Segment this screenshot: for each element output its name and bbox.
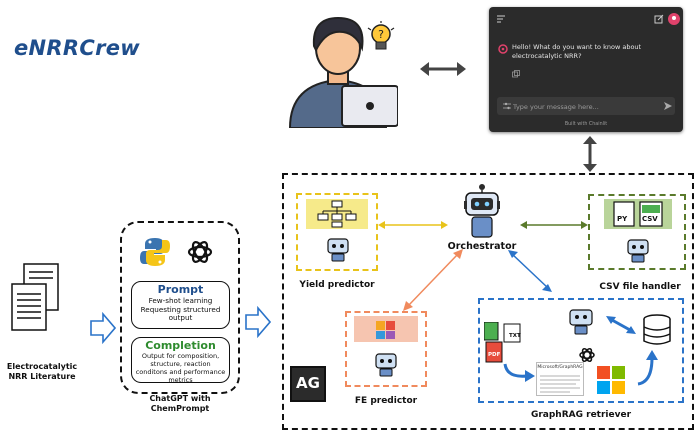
orchestrator-label: Orchestrator [447, 241, 517, 252]
chat-footer: Built with Chainlit [564, 122, 608, 127]
yield-predictor-box [296, 193, 378, 271]
flowchart-icon [306, 199, 368, 229]
robot-database-arrow [606, 316, 636, 334]
yield-robot-icon [327, 238, 349, 262]
prompt-title: Prompt [157, 283, 204, 296]
paper-lines-icon [540, 375, 580, 393]
fe-robot-icon [375, 353, 397, 377]
py-file-label: PY [617, 215, 628, 223]
graphrag-flow-arrow [503, 363, 535, 382]
bidirectional-arrow [420, 62, 466, 76]
menu-icon[interactable] [497, 15, 507, 23]
copy-icon[interactable] [512, 70, 520, 78]
prompt-box [131, 281, 230, 329]
orchestrator-robot-icon [464, 184, 500, 238]
orchestrator-csv-arrow [520, 221, 588, 229]
database-icon [643, 314, 671, 345]
graphrag-paper [536, 362, 584, 396]
chat-input[interactable] [497, 97, 675, 115]
csv-handler-label: CSV file handler [599, 282, 681, 292]
python-logo-icon [140, 238, 170, 266]
orchestrator-yield-arrow [378, 221, 448, 229]
page-title: eNRRCrew [14, 36, 140, 60]
fe-predictor-box [345, 311, 427, 387]
autogen-logo [290, 366, 326, 402]
openai-logo-icon [187, 241, 213, 263]
settings-sliders-icon[interactable] [503, 102, 511, 110]
completion-title: Completion [145, 339, 216, 352]
orchestrator-graphrag-arrow [508, 250, 552, 292]
completion-box [131, 337, 230, 383]
pdf-file-label: PDF [488, 352, 501, 358]
fe-predictor-label: FE predictor [354, 396, 418, 406]
csv-robot-icon [627, 239, 649, 263]
database-flow-arrow [637, 350, 658, 386]
chemprompt-panel [120, 221, 240, 394]
file-icons-panel [604, 199, 672, 229]
graphrag-box [478, 298, 684, 403]
literature-label: Electrocatalytic NRR Literature [6, 362, 78, 381]
avatar-icon[interactable] [668, 13, 680, 25]
chainlit-logo-icon [498, 44, 508, 54]
graphrag-label: GraphRAG retriever [530, 410, 632, 420]
svg-text:?: ? [378, 28, 384, 41]
txt-file-label: TXT [509, 333, 521, 339]
graphrag-robot-icon [569, 309, 593, 335]
literature-documents-icon [11, 263, 59, 331]
orchestrator-fe-arrow [403, 249, 463, 311]
fe-chart-icon [354, 316, 418, 342]
graphrag-files-icon [484, 322, 521, 363]
edit-icon[interactable] [654, 14, 664, 24]
csv-handler-box [588, 194, 686, 270]
vertical-bidirectional-arrow [583, 136, 597, 172]
csv-file-label: CSV [642, 215, 658, 223]
completion-lines: Output for composition, structure, react… [135, 352, 226, 384]
agent-system-panel [282, 173, 694, 430]
autogen-logo-text: AG [296, 374, 320, 392]
chat-window: Hello! What do you want to know about el… [489, 7, 683, 132]
user-illustration [288, 16, 398, 128]
send-icon[interactable] [664, 102, 672, 110]
chemprompt-caption: ChatGPT with ChemPrompt [149, 394, 211, 413]
chat-input-placeholder: Type your message here... [513, 103, 599, 111]
lightbulb-icon: ? [367, 21, 395, 50]
flow-arrow-2 [245, 306, 271, 338]
prompt-lines: Few-shot learning Requesting structured … [140, 296, 221, 322]
openai-small-logo-icon [579, 347, 595, 363]
flow-arrow-1 [90, 312, 116, 344]
microsoft-logo-icon [597, 366, 625, 394]
chat-greeting: Hello! What do you want to know about el… [512, 43, 642, 60]
graphrag-inner-label: Microsoft/GraphRAG [537, 365, 583, 370]
yield-predictor-label: Yield predictor [299, 280, 375, 290]
